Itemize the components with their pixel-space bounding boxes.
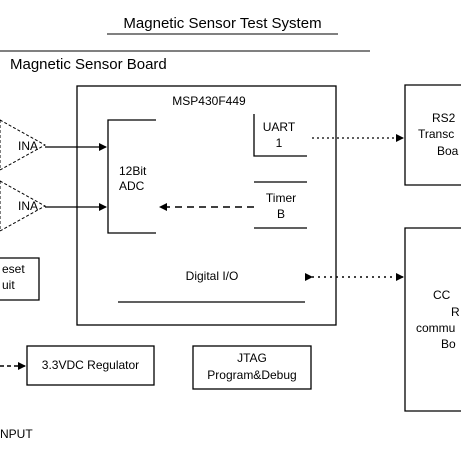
amplifier-1-triangle [0, 119, 47, 171]
timer-label-line1: Timer [265, 191, 297, 205]
amplifier-2-label: INA [18, 199, 39, 213]
cc-board-label-line4: Bo [441, 337, 456, 351]
input-label: NPUT [0, 427, 33, 441]
mcu-box [76, 85, 337, 326]
regulator-label: 3.3VDC Regulator [41, 358, 140, 372]
amplifier-2-triangle [0, 180, 47, 232]
rs232-label-line1: RS2 [432, 111, 456, 125]
regulator-box [26, 345, 155, 386]
cc-board-box [404, 227, 461, 412]
jtag-box [192, 345, 312, 390]
reset-box [0, 257, 40, 301]
rs232-label-line3: Boa [437, 144, 459, 158]
board-label: Magnetic Sensor Board [10, 56, 167, 73]
adc-label-line1: 12Bit [119, 164, 147, 178]
rs232-box [404, 84, 461, 186]
diagram-title: Magnetic Sensor Test System [123, 15, 322, 32]
adc-label-line2: ADC [119, 179, 145, 193]
timer-label-line2: B [276, 207, 285, 221]
digital-io-label: Digital I/O [185, 269, 239, 283]
uart-bracket [253, 114, 307, 157]
rs232-label-line2: Transc [418, 127, 455, 141]
cc-board-label-line3: commu [416, 321, 456, 335]
uart-label-line1: UART [262, 120, 296, 134]
mcu-name: MSP430F449 [172, 94, 246, 108]
amplifier-1-label: INA [18, 139, 39, 153]
jtag-label-line2: Program&Debug [207, 368, 297, 382]
adc-bracket [107, 119, 156, 234]
reset-label-line1: eset [2, 262, 25, 276]
cc-board-label-line2: R [451, 305, 460, 319]
uart-label-line2: 1 [275, 136, 283, 150]
jtag-label-line1: JTAG [237, 351, 267, 365]
cc-board-label-line1: CC [433, 288, 451, 302]
reset-label-line2: uit [2, 278, 15, 292]
